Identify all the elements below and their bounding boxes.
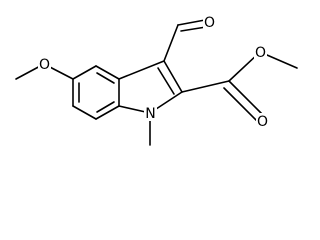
- ester-carbonyl-oxygen-label: O: [257, 114, 268, 130]
- bond-cho-o-inner: [180, 26, 207, 32]
- methoxy-oxygen-label: O: [39, 57, 50, 73]
- bond-c3a-c3: [118, 60, 165, 80]
- bond-c7-c7a-inner: [96, 101, 115, 113]
- ring-nitrogen-label: N: [145, 106, 155, 122]
- atom-label-n1: N: [144, 104, 157, 122]
- aldehyde-group: [163, 19, 207, 62]
- ester-ether-oxygen-label: O: [255, 45, 266, 61]
- methyl-ester-group: [181, 51, 298, 121]
- indole-structure-diagram: N O O O O: [15, 14, 298, 146]
- benzene-ring: [72, 65, 120, 120]
- atom-label-ester-ether-o: O: [254, 44, 267, 61]
- bond-c7-c7a: [95, 105, 120, 120]
- atom-label-methoxy-o: O: [38, 56, 51, 73]
- bond-ester-c-carbonyl-o: [228, 80, 263, 115]
- bond-c2-ester-c: [181, 80, 230, 93]
- aldehyde-oxygen-label: O: [204, 15, 215, 31]
- bond-c6-c7: [72, 105, 97, 120]
- bond-c4-c5: [72, 65, 97, 80]
- atom-label-ester-carbonyl-o: O: [256, 113, 269, 130]
- bond-c3a-c4: [95, 65, 120, 80]
- bond-c3-cho: [163, 24, 179, 62]
- bond-c3a-c4-inner: [96, 72, 115, 84]
- bond-c3-c2: [163, 60, 183, 93]
- bond-c3-c2-inner: [157, 67, 175, 95]
- atom-label-aldehyde-o: O: [203, 14, 216, 31]
- bond-cho-o: [177, 19, 206, 26]
- bond-ester-c-carbonyl-o-inner: [223, 87, 257, 121]
